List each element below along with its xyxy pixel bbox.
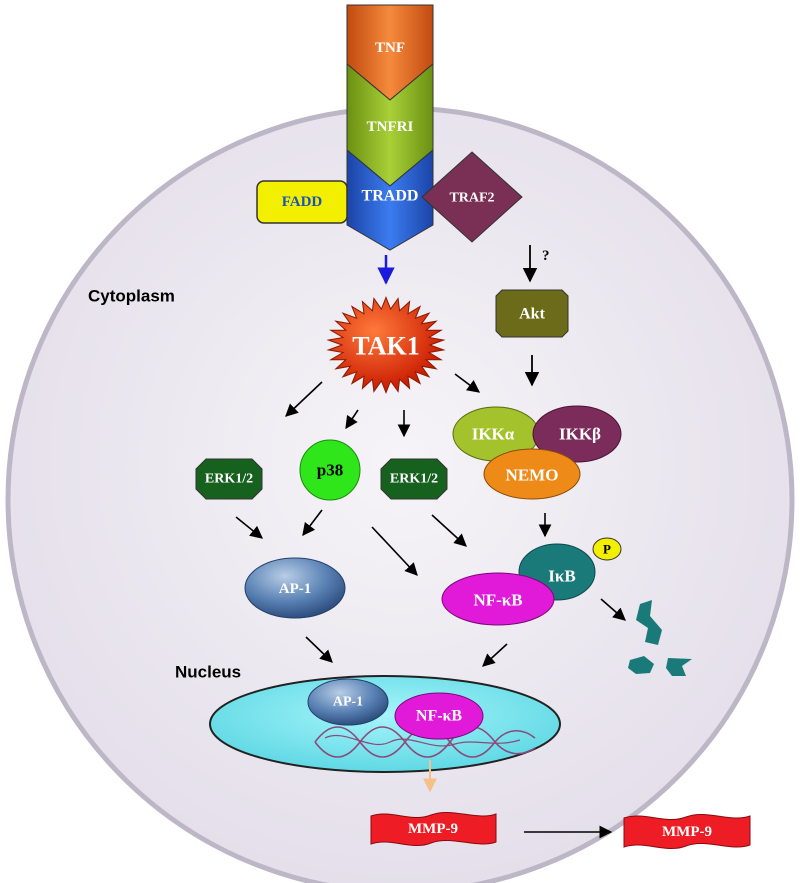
dna-strand-3 bbox=[324, 735, 521, 747]
p38-circle bbox=[299, 439, 361, 501]
nfkb-label: NF-κB bbox=[473, 591, 522, 610]
erk-right-octagon bbox=[380, 458, 448, 500]
tnfri-label: TNFRI bbox=[367, 119, 414, 135]
fadd-label: FADD bbox=[282, 194, 323, 210]
tak1-to-ikk-arrow bbox=[454, 373, 481, 393]
tak1-label: TAK1 bbox=[352, 332, 419, 361]
ap1-to-nucleus-arrow bbox=[305, 636, 333, 663]
mmp9-secreted-banner bbox=[623, 813, 751, 850]
nuclear-ap1-label: AP-1 bbox=[333, 695, 363, 710]
tak1-star bbox=[326, 296, 446, 394]
p38-label: p38 bbox=[317, 461, 343, 480]
ikkb-label: IKKβ bbox=[559, 425, 601, 444]
erk-left-octagon bbox=[195, 458, 263, 500]
receptor-complex: TNF TNFRI TRADD bbox=[346, 4, 434, 251]
nucleus-ellipse bbox=[209, 675, 561, 773]
unknown-mark: ? bbox=[542, 248, 550, 264]
dna-strand-2 bbox=[314, 726, 536, 758]
phospho-label: P bbox=[603, 542, 611, 557]
ikkb-ellipse bbox=[532, 405, 622, 463]
ikb-label: IκB bbox=[548, 567, 575, 586]
akt-label: Akt bbox=[519, 306, 545, 323]
nuclear-ap1-ellipse bbox=[307, 678, 389, 726]
fragment-2 bbox=[628, 656, 654, 674]
ap1-label: AP-1 bbox=[279, 581, 312, 597]
erk-left-label: ERK1/2 bbox=[205, 472, 253, 487]
nuclear-nfkb-ellipse bbox=[394, 692, 484, 740]
ikka-label: IKKα bbox=[472, 425, 515, 444]
tnf-label: TNF bbox=[375, 40, 405, 56]
ap1-ellipse bbox=[244, 557, 346, 619]
fragment-3 bbox=[666, 658, 692, 676]
erk-left-to-ap1-arrow bbox=[235, 516, 263, 539]
ikk-complex: IKKα IKKβ NEMO bbox=[452, 405, 622, 500]
tradd-adaptor bbox=[346, 148, 434, 251]
nfkb-to-nucleus-arrow bbox=[482, 643, 508, 667]
cytoplasm-label: Cytoplasm bbox=[88, 287, 175, 306]
nuclear-nfkb-label: NF-κB bbox=[416, 708, 463, 725]
mmp9-gene-label: MMP-9 bbox=[408, 821, 458, 837]
ikb-degradation-arrow bbox=[600, 598, 626, 621]
akt-shape bbox=[495, 289, 569, 338]
traf2-diamond bbox=[421, 151, 523, 243]
fadd-box bbox=[256, 180, 348, 224]
mmp9-secreted-label: MMP-9 bbox=[662, 824, 712, 840]
tak1-to-p38-arrow bbox=[345, 409, 359, 430]
tak1-to-erk-left-arrow bbox=[285, 381, 323, 417]
nemo-ellipse bbox=[483, 448, 581, 500]
erk-right-to-nfkb-arrow bbox=[431, 514, 467, 547]
p38-to-ap1-arrow bbox=[302, 509, 323, 537]
mmp9-gene-banner bbox=[370, 811, 497, 847]
traf2-label: TRAF2 bbox=[449, 191, 494, 206]
nemo-label: NEMO bbox=[506, 466, 559, 485]
p38-to-nfkb-arrow bbox=[371, 526, 418, 576]
fragment-1 bbox=[636, 600, 662, 645]
phospho-circle bbox=[592, 537, 622, 561]
nfkb-ellipse bbox=[441, 572, 555, 626]
tradd-label: TRADD bbox=[362, 188, 419, 205]
ikb-degraded-fragments bbox=[628, 600, 692, 676]
erk-right-label: ERK1/2 bbox=[390, 472, 438, 487]
nucleus-label: Nucleus bbox=[175, 663, 241, 682]
